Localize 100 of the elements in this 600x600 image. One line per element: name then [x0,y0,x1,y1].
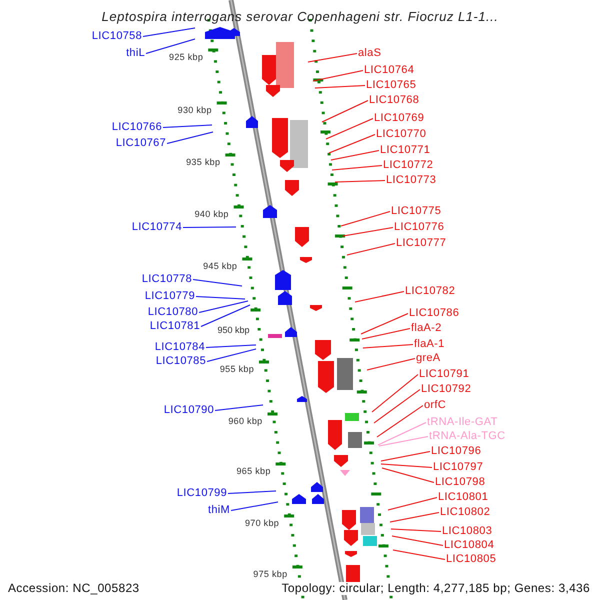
scale-label: 960 kbp [228,415,262,428]
gene-label: LIC10773 [386,174,436,187]
gene-label: LIC10776 [394,221,444,234]
leader-line [378,436,428,446]
scale-label: 930 kbp [178,104,212,117]
gene-label: LIC10780 [148,306,198,319]
gene-label: LIC10782 [405,285,456,298]
leader-line [322,100,368,122]
leader-line [374,389,420,424]
gene-label: LIC10772 [383,159,434,172]
gene-label: LIC10804 [444,539,494,552]
leader-line [206,348,256,362]
scale-label: 935 kbp [186,156,220,169]
gene-label: LIC10775 [391,205,442,218]
leader-line [362,328,410,340]
leader-line [326,118,374,140]
leader-line [182,226,236,228]
gene-label: LIC10764 [364,64,414,77]
gene-label: LIC10796 [431,445,482,458]
leader-line [346,243,396,256]
gene-label: LIC10802 [440,506,490,519]
gene-label: LIC10781 [150,320,200,333]
leader-line [342,227,394,236]
gene-label: orfC [424,399,446,412]
leader-line [390,512,440,522]
leader-line [196,296,246,300]
leader-line [328,134,376,154]
accession-text: Accession: NC_005823 [8,582,140,595]
gene-label: LIC10785 [156,355,206,368]
leader-line [332,165,382,170]
gene-label: LIC10803 [442,525,492,538]
leader-line [314,85,366,88]
gene-label: LIC10771 [380,144,430,157]
gene-label: LIC10791 [419,368,470,381]
leader-line [388,497,438,510]
leader-line [198,300,248,313]
gene-label: LIC10774 [132,221,182,234]
scale-label: 950 kbp [218,324,250,337]
gene-label: greA [416,352,440,365]
leader-line [200,304,250,327]
scale-label: 970 kbp [244,517,280,530]
gene-label: LIC10769 [374,112,424,125]
leader-line [142,28,196,37]
gene-label: LIC10777 [396,237,446,250]
genome-info-text: Topology: circular; Length: 4,277,185 bp; Genes: 3,436 [282,582,590,595]
leader-line [312,70,364,82]
gene-label: flaA-2 [411,322,442,335]
gene-label: tRNA-Ile-GAT [427,416,498,429]
leader-line [334,180,386,182]
gene-label: LIC10799 [176,487,227,500]
scale-label: 945 kbp [203,260,238,273]
leader-line [330,150,380,160]
gene-label: LIC10797 [433,461,484,474]
gene-label: LIC10766 [112,121,162,134]
leader-line [372,374,418,412]
leader-line [392,550,446,560]
leader-line [380,464,432,468]
gene-label: LIC10778 [142,273,192,286]
leader-line [362,344,414,348]
gene-label: LIC10801 [438,491,488,504]
leader-line [380,451,430,462]
gene-label: flaA-1 [414,338,445,351]
leader-line [354,291,404,302]
gene-label: LIC10767 [116,137,166,150]
scale-label: 955 kbp [220,363,254,376]
gene-label: LIC10779 [144,290,195,303]
gene-label: LIC10798 [435,476,486,489]
scale-label: 940 kbp [194,208,229,221]
gene-label: LIC10770 [376,128,426,141]
leader-line [214,404,264,411]
leader-line [166,132,214,144]
gene-label: LIC10786 [409,307,460,320]
gene-label: LIC10784 [154,341,205,354]
gene-label: LIC10792 [421,383,472,396]
gene-label: LIC10805 [446,553,496,566]
leader-line [162,124,212,128]
scale-label: 925 kbp [169,51,204,64]
gene-label: alaS [358,47,382,60]
map-title: Leptospira interrogans serovar Copenhageni str. Fiocruz L1-1... [100,10,500,23]
leader-line [340,211,390,226]
leader-line [366,358,416,370]
leader-line [376,405,424,438]
gene-label: thiL [126,47,145,60]
gene-label: LIC10768 [369,94,420,107]
gene-label: tRNA-Ala-TGC [429,430,506,443]
leader-line [228,490,276,494]
leader-line [382,468,434,483]
leader-line [378,422,426,446]
leader-line [308,53,358,62]
leader-line [390,528,442,532]
gene-label: LIC10790 [164,404,214,417]
gene-label: LIC10765 [366,79,416,92]
leader-line [146,38,196,54]
gene-label: thiM [208,504,230,517]
gene-label: LIC10758 [92,30,142,43]
scale-label: 965 kbp [236,465,271,478]
leader-line [392,536,444,546]
leader-line [192,279,242,286]
leader-line [230,502,278,511]
leader-line [206,344,256,348]
